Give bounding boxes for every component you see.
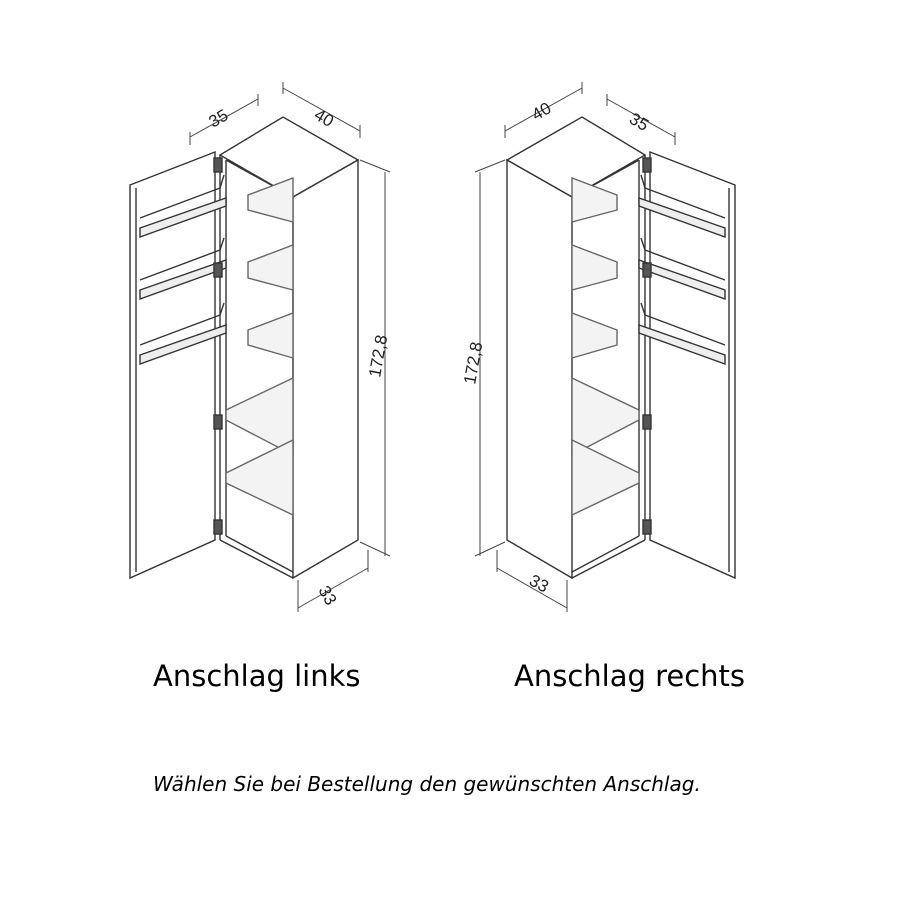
right-dim-bottom-depth: 33: [526, 571, 552, 597]
right-dim-height: 172,8: [460, 340, 486, 385]
right-cabinet-drawing: [474, 81, 736, 613]
caption-right-hinge: Anschlag rechts: [514, 659, 746, 693]
left-dim-height: 172,8: [365, 333, 391, 378]
left-dim-width: 40: [311, 105, 337, 131]
right-dim-width: 40: [529, 99, 555, 125]
left-cabinet-drawing: [129, 81, 391, 613]
caption-left-hinge: Anschlag links: [153, 659, 361, 693]
right-dim-depth: 35: [626, 109, 652, 135]
left-dim-depth: 35: [206, 106, 232, 132]
order-note: Wählen Sie bei Bestellung den gewünschte…: [153, 772, 701, 796]
